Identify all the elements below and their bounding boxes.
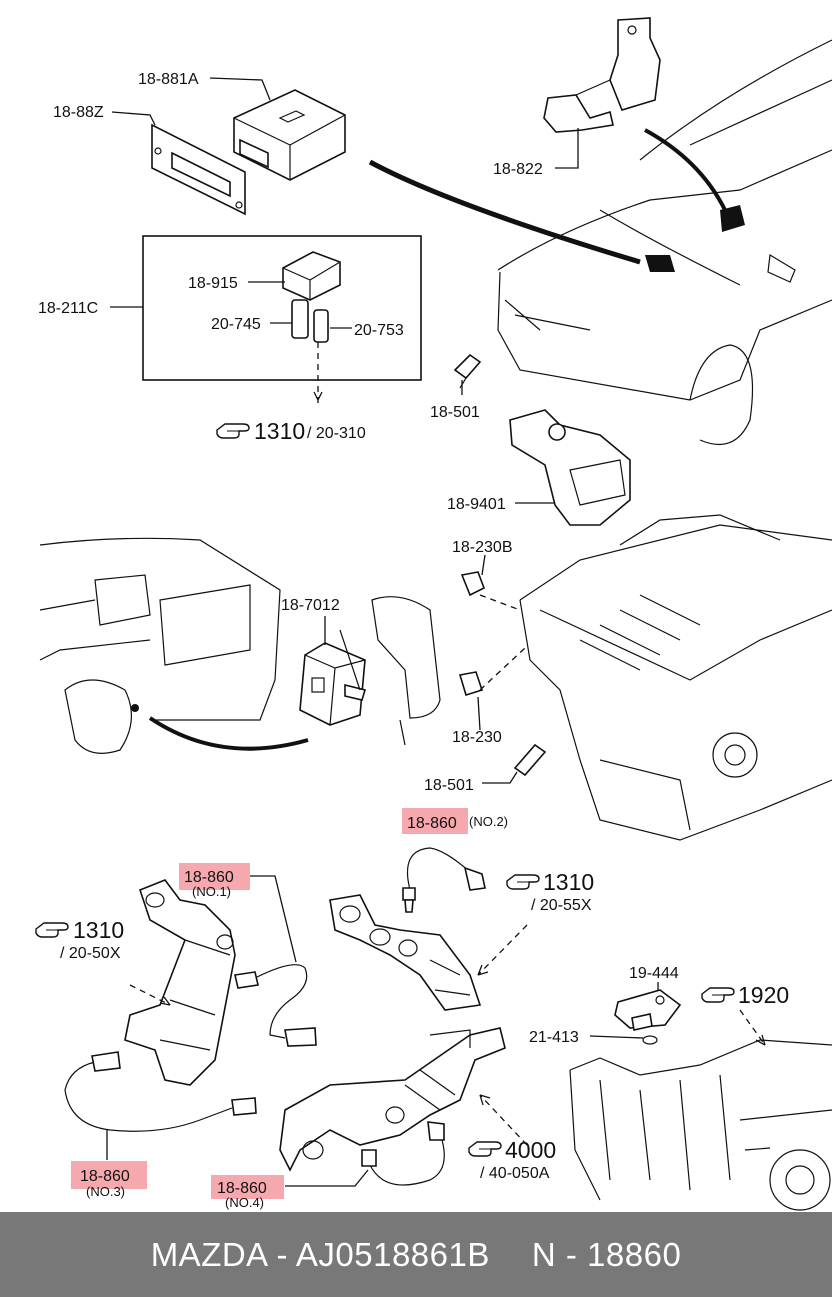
throttle-18-9401 <box>509 409 631 526</box>
label-18-915: 18-915 <box>188 275 238 292</box>
o2-sensor-no3 <box>64 1051 257 1132</box>
module-18-88Z <box>151 123 246 216</box>
label-18-7012: 18-7012 <box>281 597 340 614</box>
vehicle-front <box>497 39 832 446</box>
sensor-18-501-lower <box>513 743 547 777</box>
highlight-no4 <box>211 1175 284 1199</box>
label-20-753: 20-753 <box>354 322 404 339</box>
group-box-18-211C <box>142 235 422 381</box>
label-no1: (NO.1) <box>192 884 231 899</box>
footer-bar: MAZDA - AJ0518861B N - 18860 <box>0 1212 832 1297</box>
pin-20-745 <box>291 299 309 339</box>
label-4000: 4000 <box>505 1137 556 1163</box>
module-18-7012 <box>299 642 367 726</box>
parts-diagram: 18-881A 18-88Z 18-822 18-915 18-211C 20-… <box>35 17 832 1211</box>
pin-20-753 <box>313 309 329 343</box>
sensor-18-501-top <box>453 353 482 389</box>
pointing-hand-icon <box>35 922 69 938</box>
label-no2: (NO.2) <box>469 814 508 829</box>
o2-sensor-no1 <box>234 964 317 1047</box>
location-arrow-1 <box>368 159 641 265</box>
label-18-230: 18-230 <box>452 729 502 746</box>
label-1310-b: 1310 <box>543 869 594 895</box>
label-21-413: 21-413 <box>529 1029 579 1046</box>
highlight-no3 <box>71 1161 147 1189</box>
label-40-050A: / 40-050A <box>480 1165 550 1182</box>
o-ring-21-413 <box>642 1035 658 1045</box>
location-arrow-3 <box>148 716 309 751</box>
label-1310-c: 1310 <box>73 917 124 943</box>
label-18-501-a: 18-501 <box>430 404 480 421</box>
label-18-860-no4: 18-860 <box>217 1180 267 1197</box>
label-18-501-b: 18-501 <box>424 777 474 794</box>
label-18-211C: 18-211C <box>38 300 98 317</box>
sensor-18-230 <box>458 671 484 697</box>
label-20-745: 20-745 <box>211 316 261 333</box>
exhaust-manifold-front <box>329 894 482 1011</box>
label-18-230B: 18-230B <box>452 539 513 556</box>
label-20-50X: / 20-50X <box>60 945 121 962</box>
pointing-hand-icon <box>701 987 735 1003</box>
catalyst-rear <box>124 879 236 1086</box>
label-18-822: 18-822 <box>493 161 543 178</box>
highlight-no2 <box>402 808 468 834</box>
label-20-55X: / 20-55X <box>531 897 592 914</box>
label-1920: 1920 <box>738 982 789 1008</box>
label-1310-a: 1310 <box>254 418 305 444</box>
connector-18-915 <box>282 251 341 301</box>
highlight-no1 <box>179 863 250 890</box>
location-arrow-2 <box>644 128 727 211</box>
transmission-case <box>569 1039 832 1211</box>
bracket-18-822 <box>543 17 661 133</box>
pointing-hand-icon <box>468 1141 502 1157</box>
transmission-switch-19-444 <box>614 989 682 1031</box>
footer-ref-number: N - 18860 <box>531 1235 682 1273</box>
label-18-860-no2: 18-860 <box>407 815 457 832</box>
label-20-310: / 20-310 <box>307 425 366 442</box>
label-18-88Z: 18-88Z <box>53 104 104 121</box>
vehicle-rear <box>39 537 281 754</box>
engine-block <box>519 514 832 841</box>
module-18-881A <box>233 89 346 181</box>
pointing-hand-icon <box>216 423 250 439</box>
label-19-444: 19-444 <box>629 965 679 982</box>
center-pipe <box>279 1027 506 1172</box>
footer-part-number: MAZDA - AJ0518861B <box>150 1235 490 1273</box>
label-18-9401: 18-9401 <box>447 496 506 513</box>
pointing-hand-icon <box>506 874 540 890</box>
label-no3: (NO.3) <box>86 1184 125 1199</box>
sensor-18-230B <box>460 571 486 597</box>
label-no4: (NO.4) <box>225 1195 264 1210</box>
label-18-860-no1: 18-860 <box>184 869 234 886</box>
o2-sensor-no4 <box>361 1121 445 1186</box>
label-18-860-no3: 18-860 <box>80 1168 130 1185</box>
label-18-881A: 18-881A <box>138 71 199 88</box>
panel-outline <box>371 596 441 719</box>
o2-sensor-no2 <box>402 847 486 913</box>
